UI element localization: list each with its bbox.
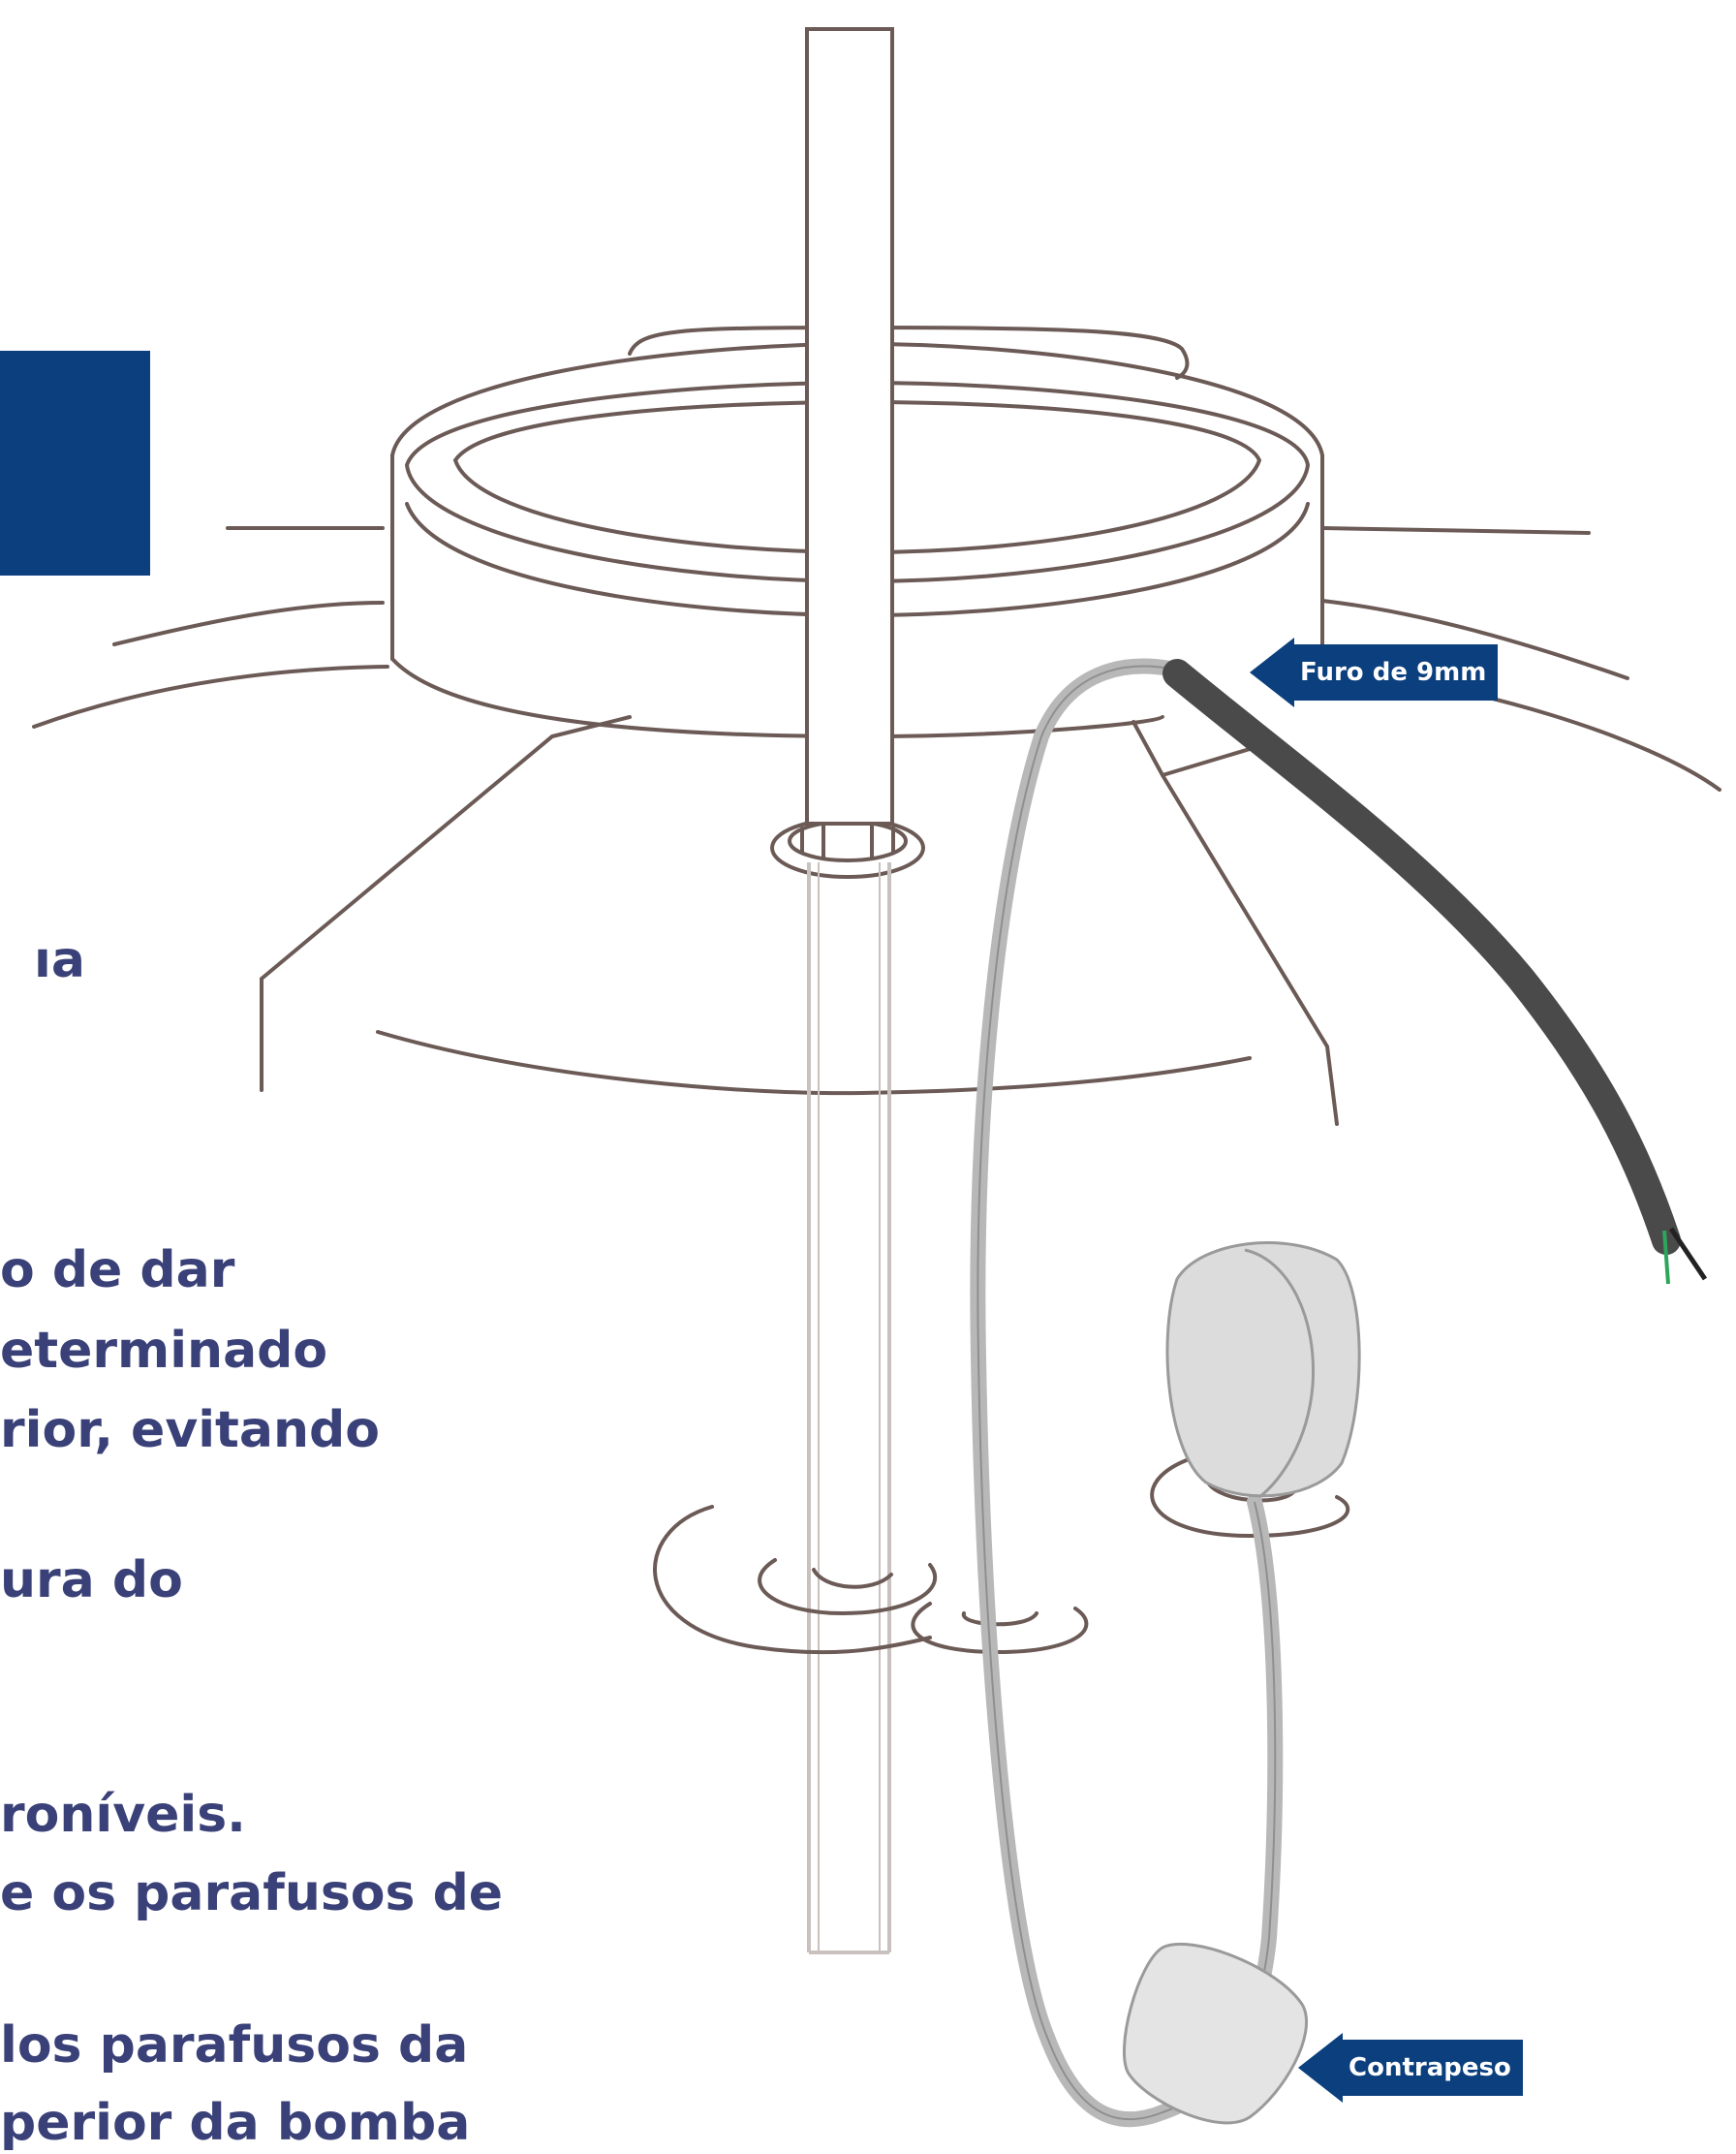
counterweight — [1123, 1943, 1309, 2125]
pipe-upper — [805, 27, 894, 826]
tank-line-right-mid — [1320, 599, 1629, 680]
callout-counterweight: Contrapeso — [1298, 2033, 1523, 2103]
text-fragment-7: e os parafusos de — [0, 1864, 504, 1922]
tank-line-left-low — [32, 665, 389, 729]
float-cable-outline — [976, 665, 1277, 2121]
section-header-block — [0, 351, 150, 576]
text-fragment-5: ura do — [0, 1551, 183, 1609]
pipe-flange-inner — [788, 820, 908, 862]
lid-tab — [628, 325, 1190, 380]
lid-ring-outer — [404, 380, 1311, 584]
text-fragment-8: los parafusos da — [0, 2016, 469, 2075]
text-fragment-1: ıa — [34, 931, 85, 989]
tank-cone-left — [260, 715, 632, 1092]
tank-line-left-mid — [112, 601, 385, 646]
callout-hole: Furo de 9mm — [1250, 638, 1499, 707]
text-fragment-9: perior da bomba — [0, 2094, 471, 2152]
callout-hole-label: Furo de 9mm — [1294, 644, 1499, 701]
tank-line-right-upper — [1320, 526, 1591, 535]
ripple-cable-outer — [911, 1602, 1089, 1655]
text-fragment-2: o de dar — [0, 1241, 235, 1299]
ripple-outer-left — [652, 1505, 932, 1655]
wire-green — [1662, 1230, 1670, 1285]
ripple-float-outer — [1150, 1456, 1350, 1539]
lid-ring-inner — [452, 399, 1262, 555]
callout-counterweight-arrow-icon — [1298, 2033, 1343, 2103]
pipe-nut — [800, 820, 895, 859]
text-fragment-4: rior, evitando — [0, 1401, 380, 1459]
text-fragment-6: roníveis. — [0, 1786, 246, 1844]
wire-black — [1668, 1227, 1708, 1281]
callout-hole-arrow-icon — [1250, 638, 1294, 707]
power-cable — [1162, 659, 1681, 1255]
text-fragment-3: eterminado — [0, 1322, 328, 1380]
ripple-inner-left — [812, 1568, 893, 1589]
callout-counterweight-label: Contrapeso — [1343, 2040, 1523, 2096]
tank-cone-top-right — [1161, 744, 1261, 777]
tank-base-curve — [376, 1030, 1252, 1096]
ripple-cable-inner — [962, 1611, 1038, 1627]
tank-cone-right — [1132, 720, 1339, 1126]
ripple-mid-left — [758, 1558, 938, 1616]
float-switch — [1165, 1241, 1361, 1499]
